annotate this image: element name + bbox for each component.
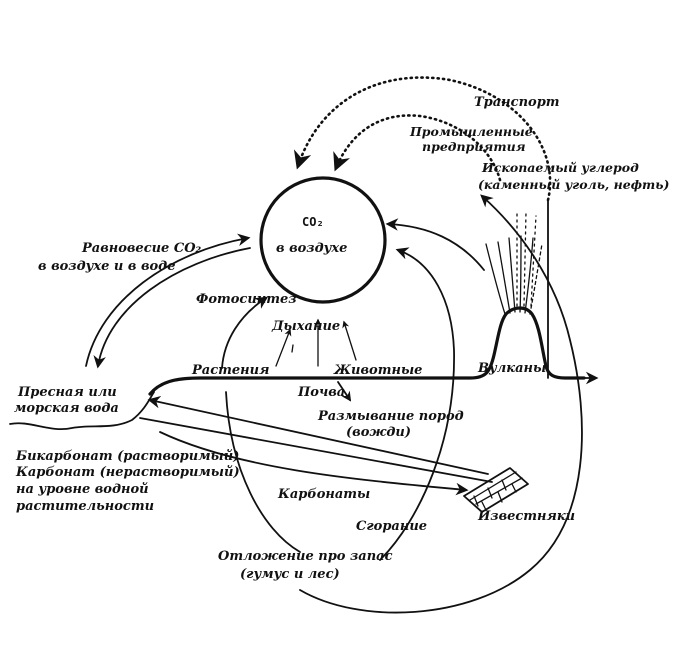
weathering-arrow-1: [147, 396, 489, 475]
respiration-dot: [291, 344, 294, 353]
respiration-label: Дыхание: [271, 319, 340, 334]
respiration-arrow-1: [275, 328, 292, 367]
photosynthesis-arrow: [221, 296, 269, 369]
soil-label: Почва: [297, 385, 345, 400]
limestone-block: [463, 467, 529, 513]
equilibrium-line-up: [85, 233, 251, 367]
carbonates-arrow: [159, 431, 469, 496]
weathering-label-1: Размывание пород: [317, 409, 464, 424]
limestone-label: Известняки: [477, 509, 575, 524]
bicarbonate-label-3: на уровне водной: [16, 482, 149, 497]
industry-label-1: Промышленные: [409, 124, 533, 139]
combustion-arrow: [379, 247, 455, 561]
co2-in-air-label: в воздухе: [276, 241, 347, 256]
water-label-1: Пресная или: [17, 385, 117, 400]
fossil-carbon-label-2: (каменный уголь, нефть): [478, 177, 669, 192]
co2-label: CO₂: [302, 215, 324, 229]
respiration-arrow-3: [342, 320, 357, 361]
carbonates-label: Карбонаты: [277, 487, 370, 502]
co2-atmosphere-circle: [259, 176, 387, 304]
animals-label: Животные: [333, 363, 422, 378]
volcano-to-co2-arrow: [385, 218, 485, 271]
plants-label: Растения: [191, 363, 269, 378]
ground-line: [148, 306, 586, 396]
water-label-2: морская вода: [14, 401, 119, 416]
bicarbonate-label-4: растительности: [16, 499, 154, 514]
volcano-plume: [485, 211, 543, 315]
equilibrium-label-1: Равновесие CO₂: [81, 241, 202, 256]
equilibrium-line-down: [93, 247, 251, 369]
bicarbonate-label-1: Бикарбонат (растворимый): [15, 449, 239, 464]
plants-to-deposits-line: [225, 391, 301, 553]
combustion-label: Сгорание: [356, 519, 427, 534]
fossil-carbon-label-1: Ископаемый углерод: [481, 160, 639, 175]
deposit-label-2: (гумус и лес): [240, 567, 340, 582]
bicarbonate-label-2: Карбонат (нерастворимый): [15, 465, 240, 480]
deposit-label-1: Отложение про запас: [218, 549, 393, 564]
soil-arrow: [337, 381, 352, 402]
limestone-to-fossil-arrow: [299, 194, 583, 614]
industry-label-2: предприятия: [422, 139, 526, 154]
volcanoes-label: Вулканы: [477, 361, 546, 376]
weathering-line-2: [139, 417, 493, 483]
equilibrium-label-2: в воздухе и в воде: [38, 259, 176, 274]
transport-label: Транспорт: [474, 95, 560, 110]
water-surface-line: [9, 391, 155, 430]
weathering-label-2: (вожди): [346, 425, 411, 440]
photosynthesis-label: Фотосинтез: [196, 292, 297, 307]
transport-dotted-arrow: [293, 76, 552, 202]
industry-dotted-arrow: [333, 114, 502, 182]
